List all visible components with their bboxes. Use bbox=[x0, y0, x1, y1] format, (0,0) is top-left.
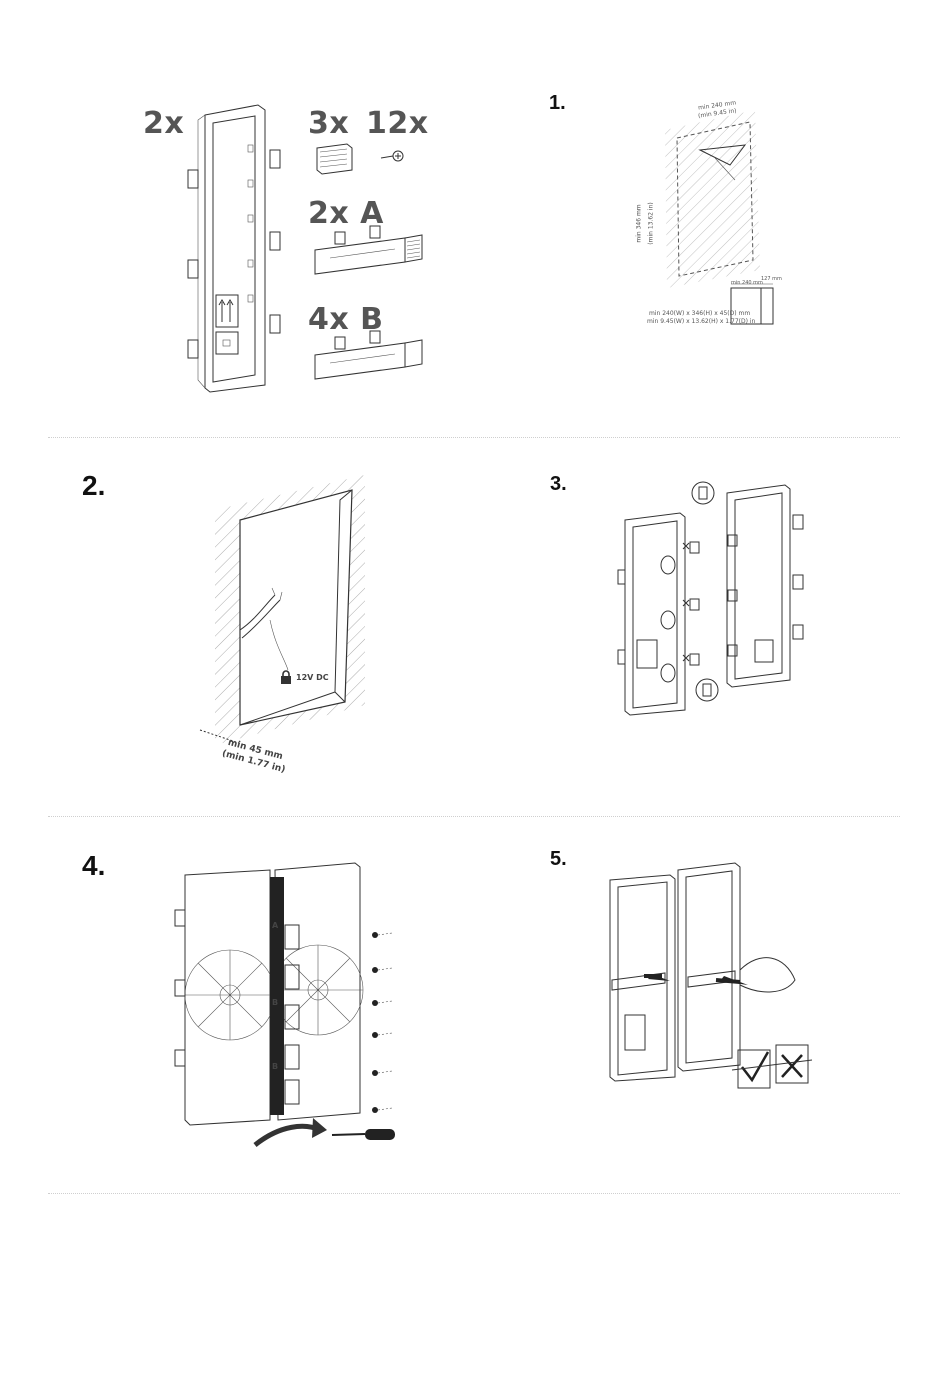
frame-illustration bbox=[180, 100, 290, 395]
screwdriver-icon bbox=[330, 1125, 400, 1145]
step-1-depth-label-127: 127 mm bbox=[761, 276, 782, 282]
step-5-number: 5. bbox=[550, 848, 567, 871]
cover-quantity: 3x bbox=[308, 106, 349, 141]
connector-b-label-2: B bbox=[272, 1062, 278, 1071]
step-4-number: 4. bbox=[82, 850, 105, 882]
connector-a-label: A bbox=[272, 921, 278, 930]
step-1-height-label-in: (min 13.62 in) bbox=[648, 202, 655, 244]
step-1-dimensions-in: min 9.45(W) x 13.62(H) x 1.77(D) in bbox=[647, 318, 755, 325]
connector-b-label-1: B bbox=[272, 998, 278, 1007]
step-2-number: 2. bbox=[82, 470, 105, 502]
step-1-dimensions-mm: min 240(W) x 346(H) x 45(D) mm bbox=[649, 310, 750, 317]
screw-icon bbox=[378, 146, 408, 166]
frame-assembly-illustration bbox=[170, 855, 410, 1155]
step-1-height-label-mm: min 346 mm bbox=[636, 204, 643, 242]
lock-icon bbox=[279, 670, 293, 684]
section-divider-2 bbox=[48, 816, 900, 817]
voltage-label: 12V DC bbox=[296, 673, 329, 682]
section-divider-1 bbox=[48, 437, 900, 438]
step-1-number: 1. bbox=[549, 92, 566, 115]
step-1-depth-label-240: min 240 mm bbox=[731, 280, 763, 286]
connector-insertion-illustration bbox=[600, 855, 820, 1085]
frame-quantity: 2x bbox=[143, 106, 184, 141]
connector-b-illustration bbox=[310, 325, 430, 385]
wall-recess-illustration bbox=[190, 470, 380, 750]
section-divider-3 bbox=[48, 1193, 900, 1194]
connector-a-illustration bbox=[310, 220, 430, 280]
cover-illustration bbox=[312, 140, 357, 175]
screw-quantity: 12x bbox=[366, 106, 429, 141]
frame-covers-removal-illustration bbox=[615, 475, 815, 720]
step-3-number: 3. bbox=[550, 473, 567, 496]
